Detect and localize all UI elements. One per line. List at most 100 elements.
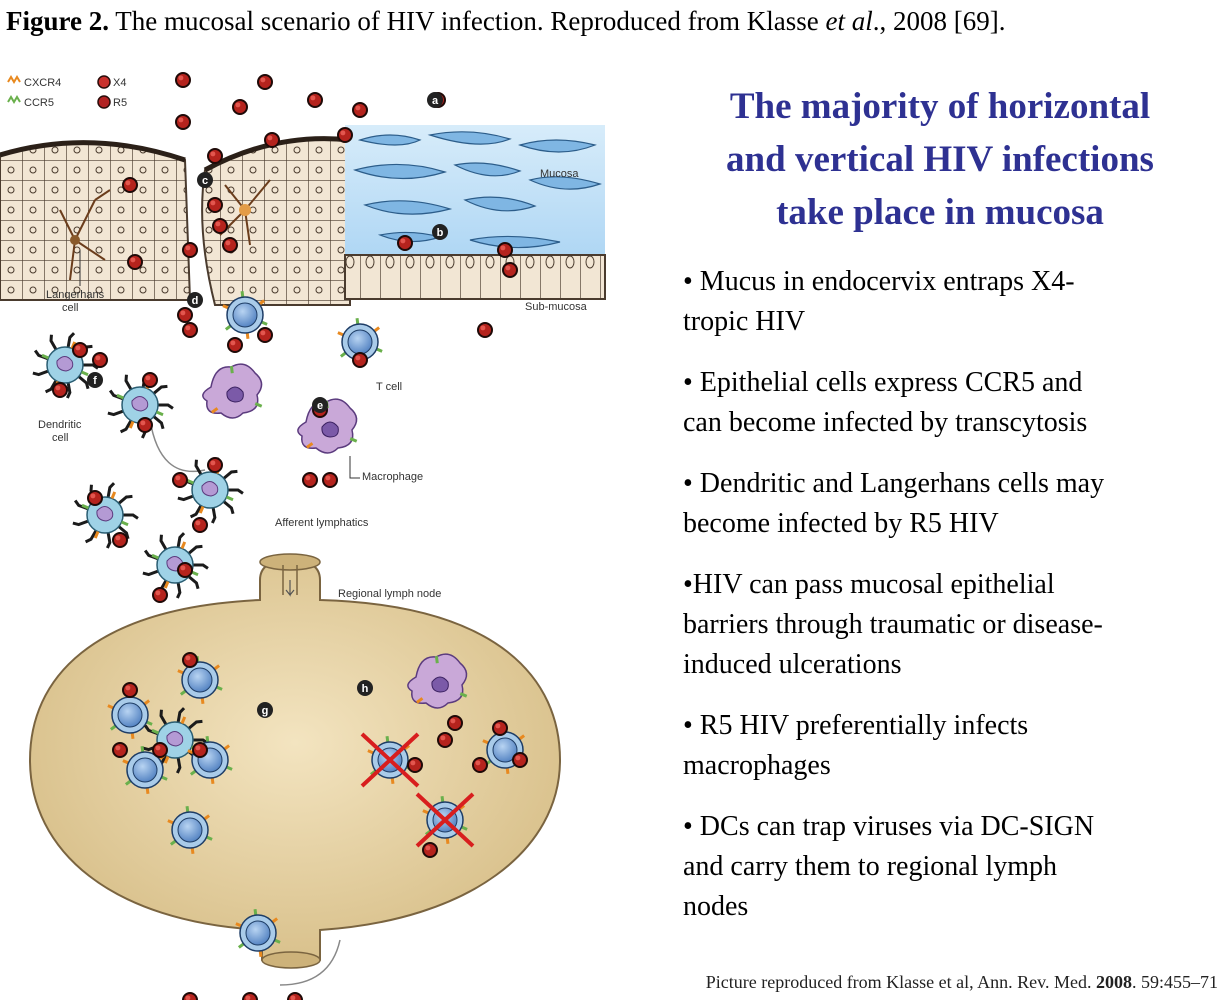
- t-cell-efferent: [235, 908, 281, 958]
- bullet-line: and carry them to regional lymph: [683, 851, 1057, 882]
- hiv-virion: [472, 757, 488, 773]
- bullet-line: • Mucus in endocervix entraps X4-: [683, 266, 1075, 297]
- hiv-virion: [175, 114, 191, 130]
- bullet-line: become infected by R5 HIV: [683, 508, 999, 539]
- figure-label: Figure 2.: [6, 6, 109, 36]
- hiv-virion: [142, 372, 158, 388]
- credit-text: Picture reproduced from Klasse et al, An…: [705, 972, 1096, 992]
- panel-letter-text: d: [192, 295, 199, 307]
- bullet-line: barriers through traumatic or disease-: [683, 609, 1103, 640]
- hiv-virion: [122, 177, 138, 193]
- t-cell: [122, 745, 168, 795]
- hiv-virion: [207, 148, 223, 164]
- bullet-line: • Dendritic and Langerhans cells may: [683, 468, 1105, 499]
- slide-title: The majority of horizontal and vertical …: [650, 80, 1222, 239]
- bullet-line: tropic HIV: [683, 306, 806, 337]
- figure-caption: Figure 2. The mucosal scenario of HIV in…: [6, 4, 1216, 38]
- hiv-virion: [152, 587, 168, 603]
- hiv-virion: [447, 715, 463, 731]
- hiv-virion: [177, 307, 193, 323]
- hiv-virion: [264, 132, 280, 148]
- hiv-virion: [222, 237, 238, 253]
- panel-letter-text: g: [262, 705, 269, 717]
- hiv-virion: [337, 127, 353, 143]
- hiv-virion: [397, 235, 413, 251]
- hiv-virion: [137, 417, 153, 433]
- hiv-virion: [232, 99, 248, 115]
- panel-letter-text: b: [437, 227, 444, 239]
- hiv-virion: [492, 720, 508, 736]
- columnar-epithelium: [344, 254, 606, 300]
- hiv-virion: [352, 102, 368, 118]
- panel-letter-g: g: [257, 702, 273, 718]
- dc-migration-arrow: [149, 419, 206, 473]
- hiv-virion: [72, 342, 88, 358]
- t-cell: [107, 690, 153, 740]
- slide-title-line-2: and vertical HIV infections: [726, 139, 1154, 180]
- hiv-virion: [122, 682, 138, 698]
- mucus-strands: [352, 131, 602, 249]
- legend-ccr5-label: CCR5: [24, 97, 54, 109]
- hiv-virion: [287, 992, 303, 1000]
- hiv-virion: [112, 532, 128, 548]
- bullet-line: can become infected by transcytosis: [683, 407, 1088, 438]
- bullet-line: nodes: [683, 891, 749, 922]
- hiv-virion: [207, 457, 223, 473]
- label-langerhans-1: Langerhans: [46, 289, 105, 301]
- hiv-virion: [352, 352, 368, 368]
- t-cell: [177, 655, 223, 705]
- hiv-virion: [52, 382, 68, 398]
- label-dendritic-1: Dendritic: [38, 419, 82, 431]
- hiv-virion: [192, 517, 208, 533]
- credit-pages: . 59:455–71: [1131, 972, 1218, 992]
- hiv-virion: [512, 752, 528, 768]
- hiv-virion: [302, 472, 318, 488]
- bullet-line: induced ulcerations: [683, 649, 902, 680]
- hiv-virion: [177, 562, 193, 578]
- hiv-virion: [182, 242, 198, 258]
- panel-letter-text: f: [93, 375, 97, 387]
- hiv-virion: [182, 322, 198, 338]
- hiv-virion: [227, 337, 243, 353]
- legend-ccr5: CCR5: [7, 95, 54, 109]
- legend-x4-label: X4: [113, 77, 126, 89]
- bullet-dc-sign: • DCs can trap viruses via DC-SIGN and c…: [683, 807, 1218, 927]
- hiv-virion: [207, 197, 223, 213]
- bullet-line: • Epithelial cells express CCR5 and: [683, 367, 1083, 398]
- bullet-line: • R5 HIV preferentially infects: [683, 710, 1029, 741]
- label-sub-mucosa: Sub-mucosa: [525, 301, 588, 313]
- hiv-virion: [87, 490, 103, 506]
- bullet-line: macrophages: [683, 750, 831, 781]
- legend: CXCR4 X4 CCR5 R5: [7, 75, 127, 109]
- hiv-virion: [422, 842, 438, 858]
- panel-letter-text: e: [317, 400, 323, 412]
- legend-cxcr4-label: CXCR4: [24, 77, 61, 89]
- hiv-virion: [242, 992, 258, 1000]
- bullet-macrophages: • R5 HIV preferentially infects macropha…: [683, 706, 1218, 786]
- label-mucosa: Mucosa: [540, 168, 579, 180]
- caption-citation: ., 2008 [69].: [872, 6, 1006, 36]
- efferent-arrow: [279, 939, 341, 986]
- hiv-virion: [497, 242, 513, 258]
- hiv-virion: [182, 992, 198, 1000]
- panel-letter-h: h: [357, 680, 373, 696]
- hiv-virion: [182, 652, 198, 668]
- hiv-virion: [152, 742, 168, 758]
- langerhans-cells: [59, 179, 271, 281]
- caption-et-al: et al: [825, 6, 873, 36]
- bullet-epithelial: • Epithelial cells express CCR5 and can …: [683, 363, 1218, 443]
- slide-title-line-3: take place in mucosa: [776, 192, 1104, 233]
- legend-r5: R5: [97, 95, 127, 109]
- panel-letter-f: f: [87, 372, 103, 388]
- bullet-line: • DCs can trap viruses via DC-SIGN: [683, 811, 1095, 842]
- hiv-mucosa-diagram: CXCR4 X4 CCR5 R5: [0, 72, 606, 1000]
- hiv-virion: [192, 742, 208, 758]
- t-cell: [167, 805, 213, 855]
- hiv-virion: [502, 262, 518, 278]
- hiv-virion: [112, 742, 128, 758]
- legend-cxcr4: CXCR4: [7, 75, 61, 89]
- label-regional-lymph-node: Regional lymph node: [338, 588, 441, 600]
- panel-letter-text: h: [362, 683, 369, 695]
- label-dendritic-2: cell: [52, 432, 69, 444]
- panel-letter-e: e: [312, 397, 328, 413]
